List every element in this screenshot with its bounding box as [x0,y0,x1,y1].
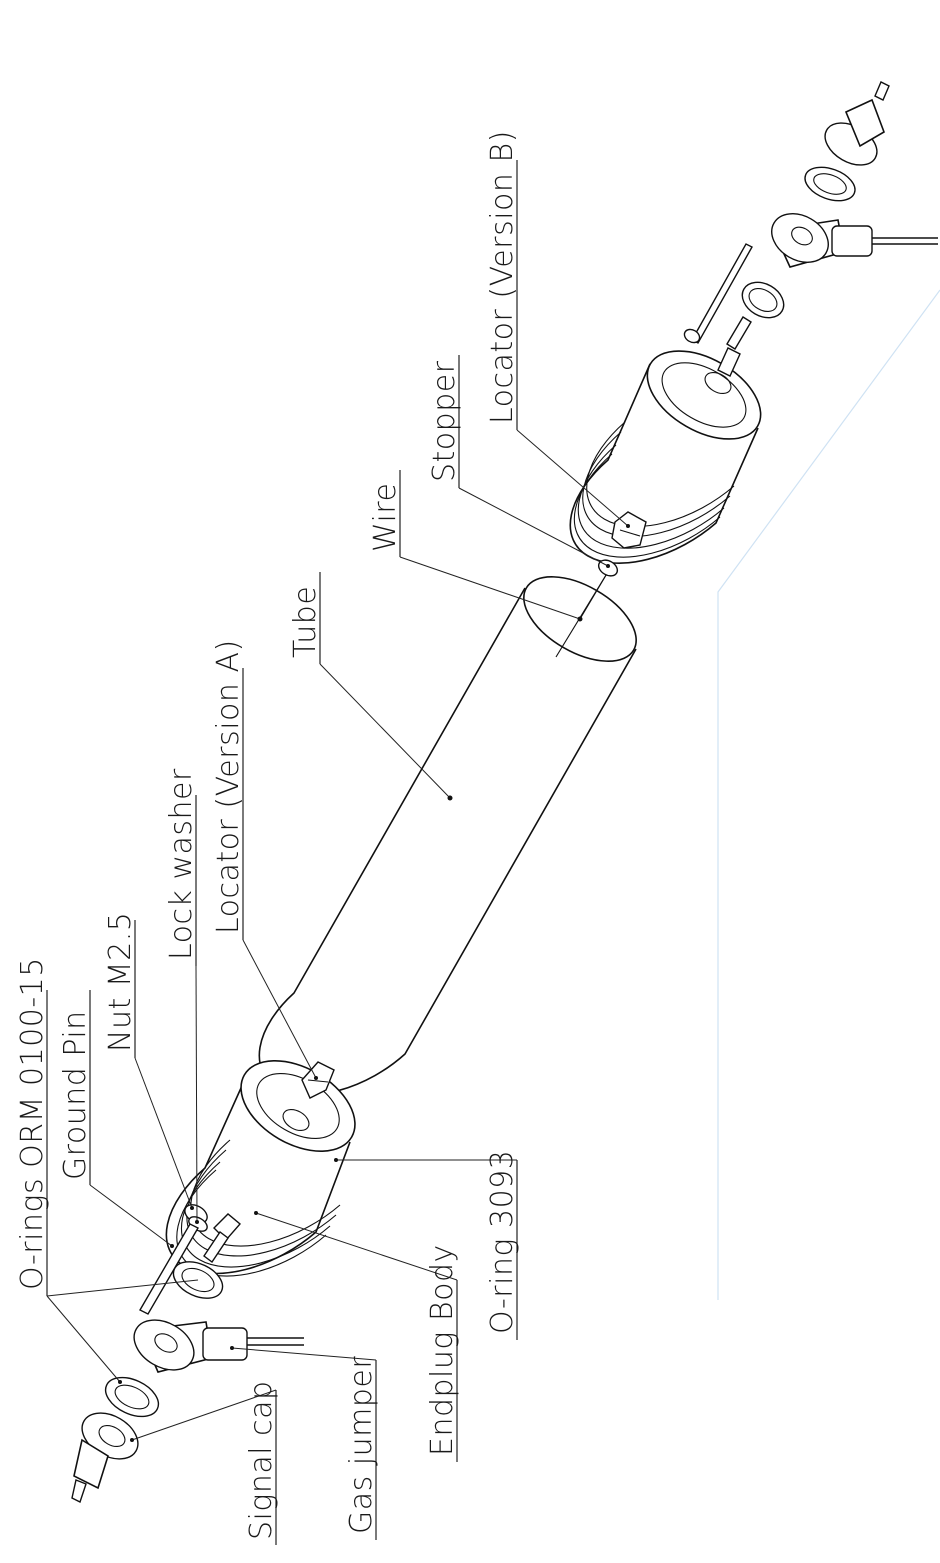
label-endplug-body: Endplug Body [425,1244,460,1456]
signal-cap-right [824,81,890,166]
label-locator-a: Locator (Version A) [211,639,246,934]
label-wire: Wire [368,483,403,552]
locator-a-part [301,1061,335,1099]
label-o-rings-orm: O-rings ORM 0100-15 [15,957,50,1290]
gas-pin-right [717,316,752,377]
label-lock-washer: Lock washer [164,768,199,960]
labels: O-rings ORM 0100-15 Ground Pin Nut M2.5 … [15,130,520,1540]
endplug-body-right [569,350,762,564]
scan-artifact-line [717,289,940,1300]
endplug-body-left [165,1059,356,1277]
ground-pin-left [139,1223,199,1315]
label-gas-jumper: Gas jumper [344,1356,379,1534]
gas-jumper-right [771,213,938,268]
label-stopper: Stopper [427,360,462,482]
o-ring-right-top [804,166,856,202]
gas-jumper-left [133,1319,304,1373]
locator-b-part [611,511,647,549]
label-ground-pin: Ground Pin [58,1010,93,1180]
signal-cap-left [71,1412,139,1503]
label-o-ring-3093: O-ring 3093 [485,1150,520,1334]
o-ring-left-lower [104,1376,160,1418]
label-signal-cap: Signal cap [244,1380,279,1540]
label-locator-b: Locator (Version B) [485,130,520,424]
label-nut: Nut M2.5 [103,912,138,1052]
o-ring-right-small [741,281,785,319]
wire-part [555,574,607,658]
leader-lines [46,160,630,1545]
ground-pin-right [683,243,753,344]
label-tube: Tube [288,586,323,658]
